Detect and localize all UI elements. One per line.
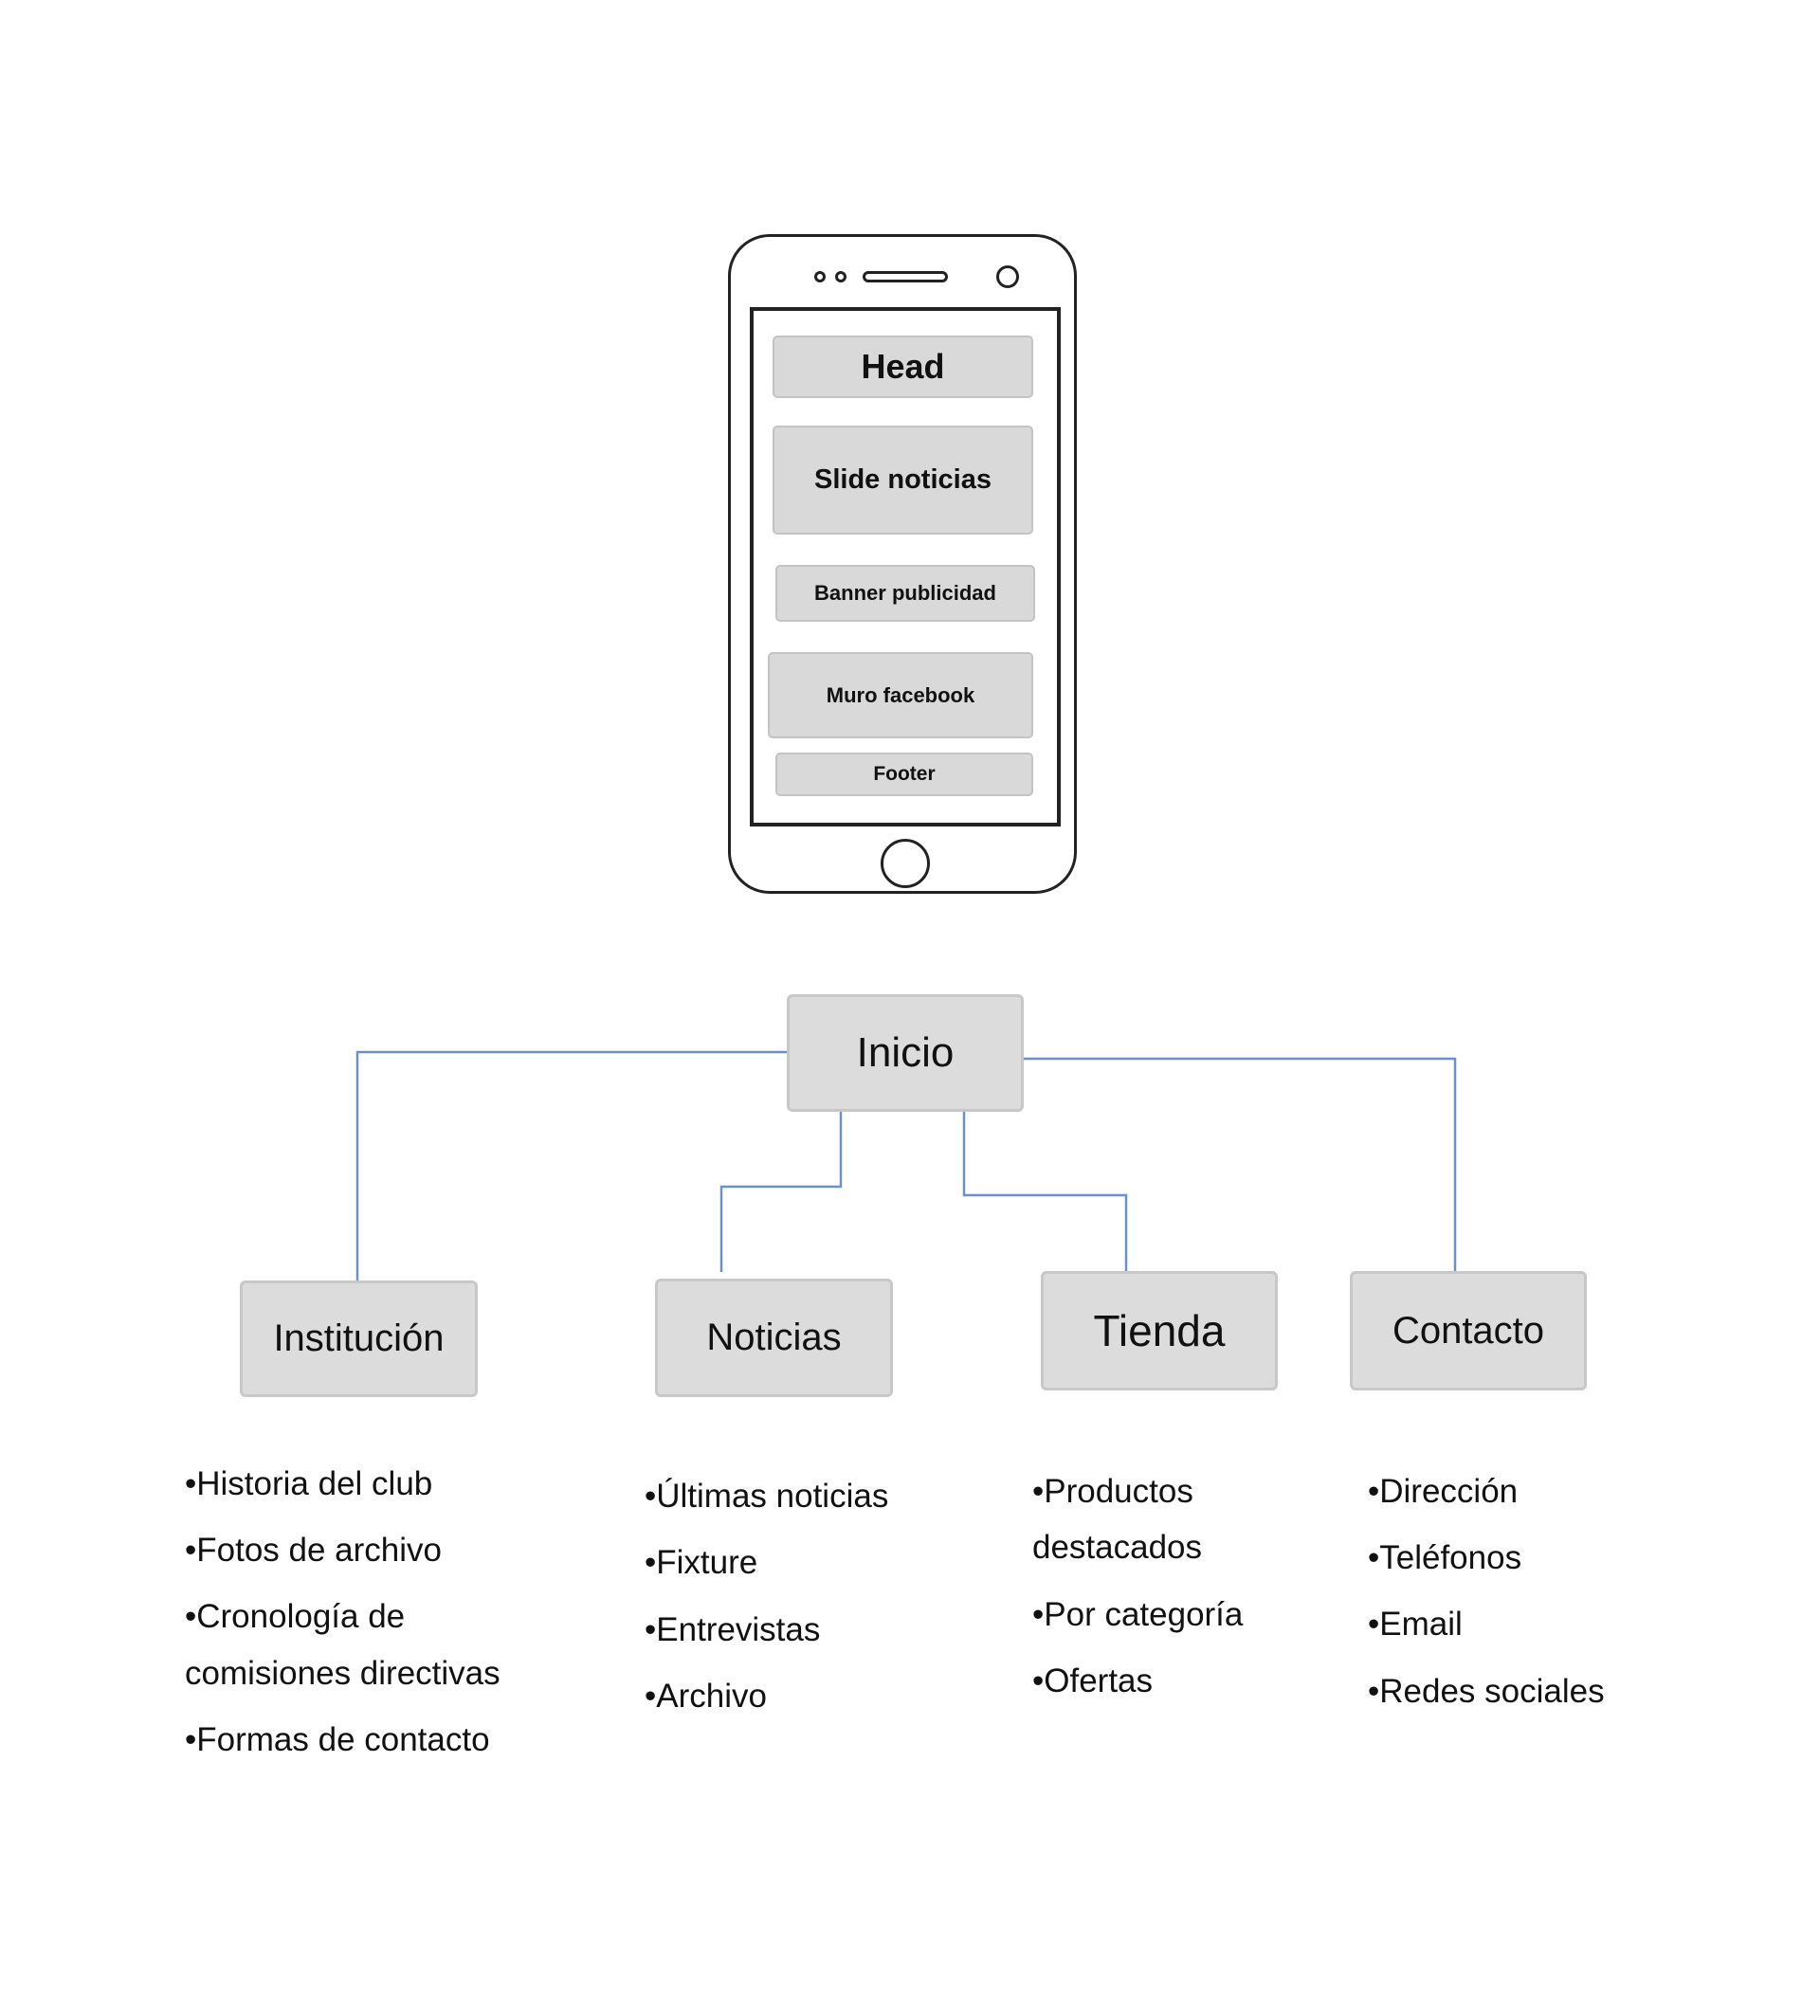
section-muro-facebook: Muro facebook bbox=[768, 652, 1033, 738]
list-item: •Fixture bbox=[645, 1544, 758, 1581]
node-noticias: Noticias bbox=[655, 1279, 893, 1397]
sensor-dot-icon bbox=[835, 271, 846, 282]
node-institucion: Institución bbox=[240, 1280, 478, 1397]
home-button-icon bbox=[881, 839, 930, 888]
list-item: •Entrevistas bbox=[645, 1611, 821, 1648]
phone-screen bbox=[750, 307, 1061, 826]
list-item: comisiones directivas bbox=[185, 1655, 500, 1692]
node-inicio: Inicio bbox=[787, 994, 1024, 1112]
section-banner-publicidad: Banner publicidad bbox=[775, 565, 1035, 622]
list-item: •Últimas noticias bbox=[645, 1478, 889, 1515]
list-item: •Productos bbox=[1032, 1473, 1193, 1510]
list-item: destacados bbox=[1032, 1529, 1203, 1566]
connector-tienda bbox=[962, 1112, 1128, 1271]
sensor-dot-icon bbox=[814, 271, 826, 282]
list-item: •Por categoría bbox=[1032, 1596, 1244, 1633]
node-tienda: Tienda bbox=[1041, 1271, 1278, 1390]
connector-noticias bbox=[719, 1112, 843, 1272]
speaker-icon bbox=[863, 271, 948, 282]
camera-icon bbox=[996, 265, 1019, 288]
connector-institucion bbox=[355, 1050, 787, 1280]
node-contacto: Contacto bbox=[1350, 1271, 1587, 1390]
list-item: •Archivo bbox=[645, 1678, 767, 1715]
section-head: Head bbox=[773, 336, 1033, 398]
phone-frame bbox=[728, 234, 1077, 894]
section-footer: Footer bbox=[775, 753, 1033, 796]
list-item: •Dirección bbox=[1368, 1473, 1519, 1510]
list-item: •Cronología de bbox=[185, 1598, 406, 1635]
list-item: •Historia del club bbox=[185, 1465, 433, 1502]
section-slide-noticias: Slide noticias bbox=[773, 426, 1033, 535]
list-item: •Email bbox=[1368, 1606, 1463, 1643]
list-item: •Redes sociales bbox=[1368, 1673, 1605, 1710]
list-item: •Ofertas bbox=[1032, 1662, 1154, 1699]
list-item: •Fotos de archivo bbox=[185, 1532, 442, 1569]
list-item: •Formas de contacto bbox=[185, 1721, 490, 1758]
list-item: •Teléfonos bbox=[1368, 1539, 1522, 1576]
connector-contacto bbox=[1024, 1057, 1457, 1285]
